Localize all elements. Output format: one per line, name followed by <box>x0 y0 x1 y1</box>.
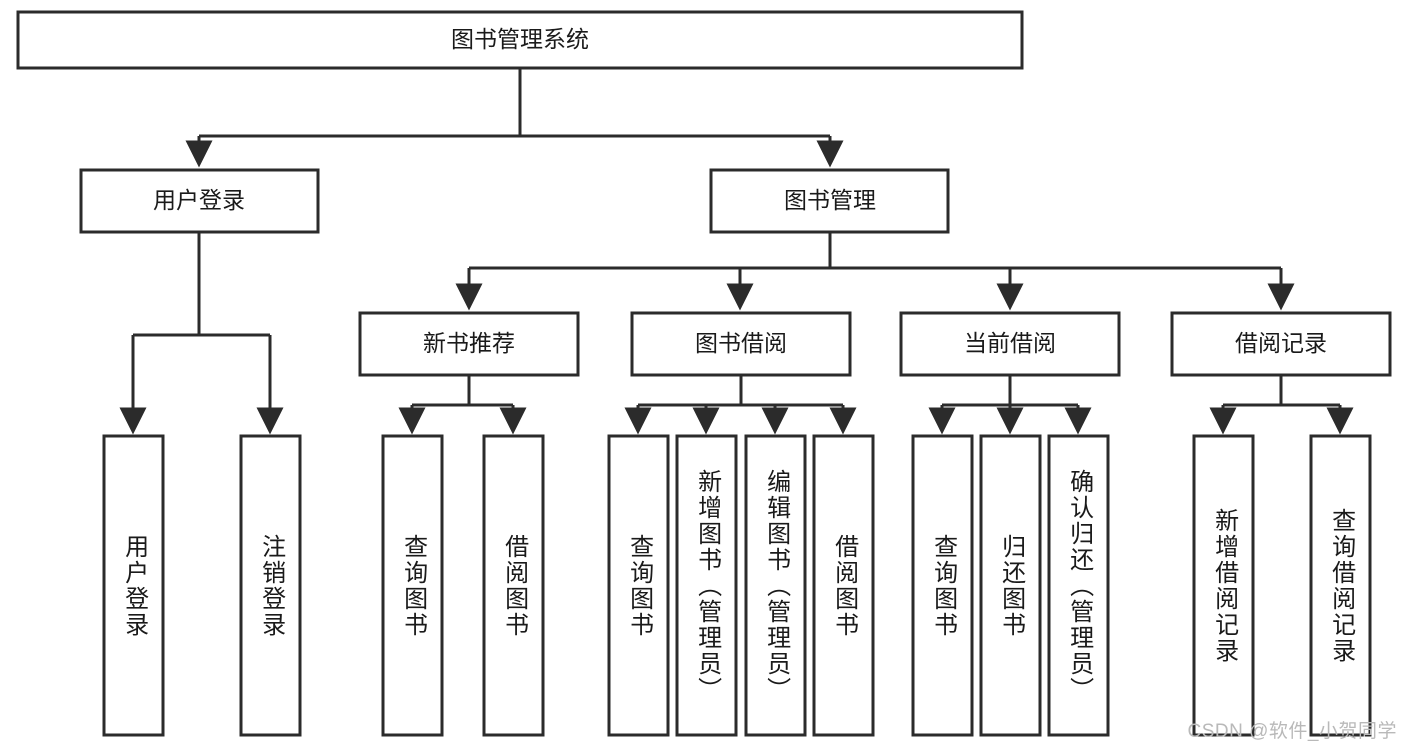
leaf-box-borrow-4[interactable] <box>812 434 875 737</box>
csdn-watermark: CSDN @软件_小贺同学 <box>1187 721 1397 742</box>
leaf-box-borrow-3[interactable] <box>744 434 807 737</box>
leaf-box-records-2[interactable] <box>1309 434 1372 737</box>
node-records-label: 借阅记录 <box>1235 330 1327 356</box>
node-login-label: 用户登录 <box>153 187 245 213</box>
node-newbook-box[interactable] <box>358 311 580 377</box>
node-current-box[interactable] <box>899 311 1121 377</box>
node-bookmgmt-label: 图书管理 <box>784 187 876 213</box>
leaf-box-borrow-1[interactable] <box>607 434 670 737</box>
leaf-box-current-2[interactable] <box>979 434 1042 737</box>
node-newbook-label: 新书推荐 <box>423 330 515 356</box>
node-bookmgmt-box[interactable] <box>709 168 950 234</box>
node-borrow-label: 图书借阅 <box>695 330 787 356</box>
leaf-box-records-1[interactable] <box>1192 434 1255 737</box>
leaf-box-login-2[interactable] <box>239 434 302 737</box>
node-borrow-box[interactable] <box>630 311 852 377</box>
leaf-box-newbook-1[interactable] <box>381 434 444 737</box>
leaf-box-borrow-2[interactable] <box>675 434 738 737</box>
node-root-label: 图书管理系统 <box>451 26 589 52</box>
leaf-box-login-1[interactable] <box>102 434 165 737</box>
leaf-box-current-1[interactable] <box>911 434 974 737</box>
leaf-box-newbook-2[interactable] <box>482 434 545 737</box>
leaf-box-current-3[interactable] <box>1047 434 1110 737</box>
node-root-box[interactable] <box>16 10 1024 70</box>
node-records-box[interactable] <box>1170 311 1392 377</box>
node-current-label: 当前借阅 <box>964 330 1056 356</box>
